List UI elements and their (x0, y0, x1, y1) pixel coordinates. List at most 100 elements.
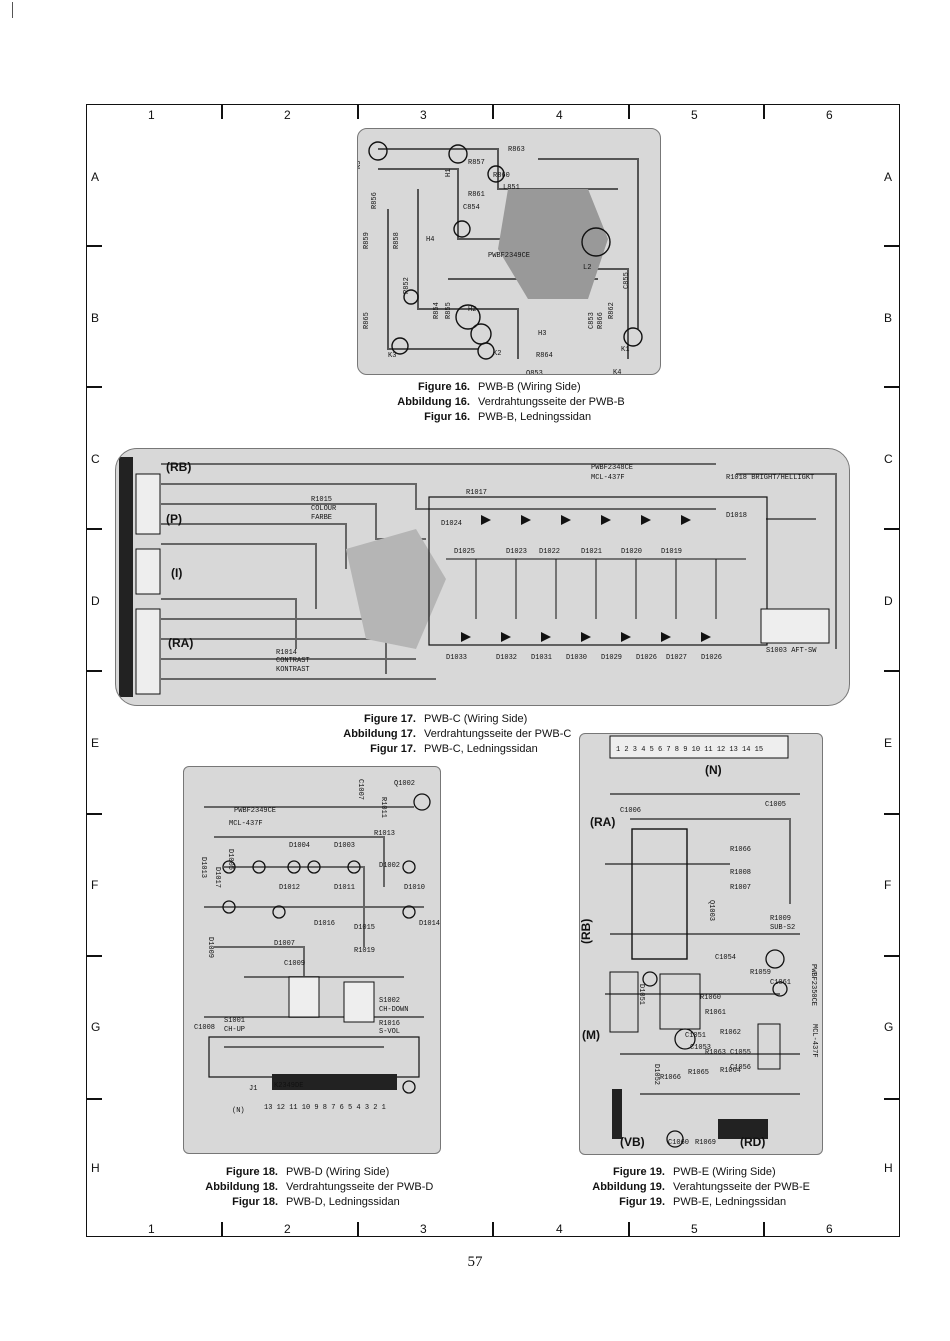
component-label: R856 (371, 192, 379, 209)
row-label-left: H (91, 1161, 100, 1175)
column-label-bottom: 2 (284, 1222, 291, 1236)
component-label: C855 (623, 272, 631, 289)
component-label: R857 (468, 159, 485, 167)
fig16-key-1: Figure 16. (418, 381, 470, 393)
component-label: D1020 (621, 548, 642, 556)
component-label: D1024 (441, 520, 462, 528)
component-label: R1017 (466, 489, 487, 497)
component-label: D1019 (661, 548, 682, 556)
fig17-key-3: Figur 17. (370, 743, 416, 755)
grid-tick (86, 813, 102, 815)
component-label: (I) (171, 566, 182, 580)
grid-tick (86, 1098, 102, 1100)
component-label: Q1003 (707, 900, 715, 921)
component-label: R854 (433, 302, 441, 319)
component-label: D1013 (199, 857, 207, 878)
component-label: R1016 (379, 1020, 400, 1028)
grid-tick (763, 105, 765, 119)
column-label-top: 4 (556, 108, 563, 122)
component-label: S1002 (379, 997, 400, 1005)
fig18-value-1: PWB-D (Wiring Side) (286, 1166, 390, 1178)
grid-tick (86, 245, 102, 247)
fig19-value-2: Verahtungsseite der PWB-E (673, 1181, 810, 1193)
component-label: D1022 (539, 548, 560, 556)
component-label: H3 (538, 330, 546, 338)
grid-tick (86, 528, 102, 530)
page-number: 57 (467, 1254, 483, 1270)
component-label: D1029 (601, 654, 622, 662)
component-label: H1 (445, 169, 453, 177)
component-label: MCL-437F (229, 820, 263, 828)
column-label-bottom: 1 (148, 1222, 155, 1236)
fig16-key-2: Abbildung 16. (397, 396, 470, 408)
component-label: R1007 (730, 884, 751, 892)
figure-17-caption: Figure 17.PWB-C (Wiring Side) Abbildung … (318, 712, 571, 757)
component-label: (RD) (740, 1135, 765, 1149)
component-label: H4 (426, 236, 434, 244)
component-label: D1007 (274, 940, 295, 948)
component-label: R864 (536, 352, 553, 360)
fig19-value-1: PWB-E (Wiring Side) (673, 1166, 776, 1178)
component-label: D1052 (652, 1064, 660, 1085)
component-label: R1060 (700, 994, 721, 1002)
component-label: R858 (393, 232, 401, 249)
column-label-bottom: 4 (556, 1222, 563, 1236)
row-label-right: E (884, 736, 893, 750)
row-label-right: A (884, 170, 893, 184)
component-label: D1031 (531, 654, 552, 662)
component-label: S1001 (224, 1017, 245, 1025)
component-label: C1005 (765, 801, 786, 809)
column-label-top: 5 (691, 108, 698, 122)
component-label: S1003 AFT-SW (766, 647, 817, 655)
component-label: R1013 (374, 830, 395, 838)
fig19-key-2: Abbildung 19. (592, 1181, 665, 1193)
component-label: MCL-437F (591, 474, 625, 482)
component-label: H2 (468, 306, 476, 314)
component-label: D1026 (701, 654, 722, 662)
component-label: R1064 (720, 1067, 741, 1075)
component-label: R1063 (705, 1049, 726, 1057)
component-label: R1062 (720, 1029, 741, 1037)
grid-tick (884, 955, 900, 957)
component-label: K5 (358, 161, 363, 169)
component-label: R1009 (770, 915, 791, 923)
fig19-value-3: PWB-E, Ledningssidan (673, 1196, 787, 1208)
component-label: D1003 (334, 842, 355, 850)
component-label: D1016 (314, 920, 335, 928)
component-label: D1009 (206, 937, 214, 958)
component-label: R862 (608, 302, 616, 319)
component-label: C854 (463, 204, 480, 212)
pwb-d-traces: PWBF2349CEMCL-437FQ1002C1007R1011R1013D1… (194, 779, 440, 1115)
column-label-top: 2 (284, 108, 291, 122)
grid-tick (628, 1222, 630, 1236)
component-label: Q1002 (394, 780, 415, 788)
component-label: R852 (403, 277, 411, 294)
component-label: D1033 (446, 654, 467, 662)
component-label: FARBE (311, 514, 332, 522)
pwb-e-board: (N)(RA)(RB)(M)(VB)(RD)1 2 3 4 5 6 7 8 9 … (579, 733, 823, 1155)
component-label: (RA) (168, 636, 193, 650)
component-label: D1011 (334, 884, 355, 892)
component-label: (RB) (166, 460, 191, 474)
component-label: C1060 (668, 1139, 689, 1147)
component-label: (M) (582, 1028, 600, 1042)
column-label-bottom: 5 (691, 1222, 698, 1236)
fig19-key-3: Figur 19. (619, 1196, 665, 1208)
grid-tick (492, 105, 494, 119)
component-label: D1023 (506, 548, 527, 556)
grid-tick (221, 1222, 223, 1236)
row-label-right: H (884, 1161, 893, 1175)
component-label: R866 (597, 312, 605, 329)
component-label: C1055 (730, 1049, 751, 1057)
grid-tick (357, 105, 359, 119)
component-label: D1005 (226, 849, 234, 870)
row-label-left: A (91, 170, 100, 184)
component-label: L2 (583, 264, 591, 272)
component-label: K4 (613, 369, 621, 374)
row-label-left: F (91, 878, 99, 892)
component-label: C1007 (356, 779, 364, 800)
row-label-left: E (91, 736, 100, 750)
component-label: D1015 (354, 924, 375, 932)
component-label: (RB) (580, 919, 593, 944)
